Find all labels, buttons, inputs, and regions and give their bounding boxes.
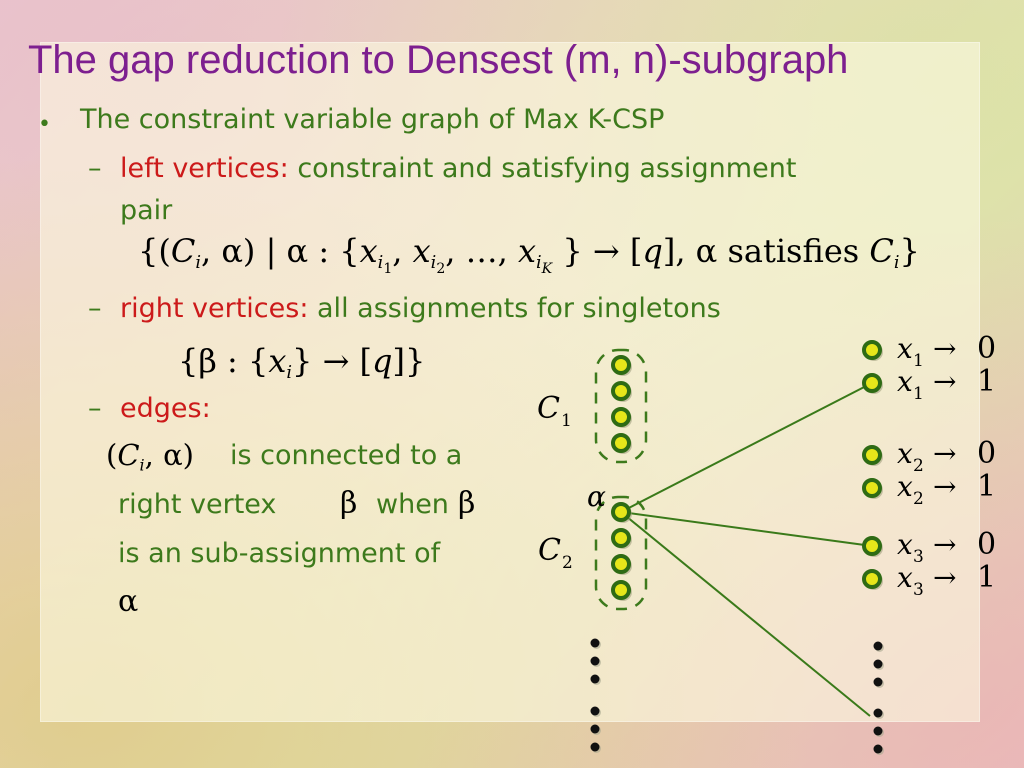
left-ellipsis-dot xyxy=(590,706,600,716)
right-vertex-var: x xyxy=(897,437,913,470)
right-vertex-value: 0 xyxy=(977,436,996,471)
right-vertex-var: x xyxy=(897,365,913,398)
alpha-symbol: α xyxy=(163,438,183,472)
c1-vertex-4 xyxy=(611,433,631,453)
c1-group-outline xyxy=(594,348,648,464)
c2-vertex-4 xyxy=(611,580,631,600)
alpha-symbol: α xyxy=(221,232,243,270)
right-vertex-4 xyxy=(862,478,882,498)
right-vertex-arrow: → xyxy=(933,470,956,503)
right-vertices-desc: all assignments for singletons xyxy=(317,293,721,324)
right-vertex-index: 3 xyxy=(913,580,924,600)
right-vertex-arrow: → xyxy=(933,528,956,561)
right-vertex-value: 1 xyxy=(977,560,996,595)
right-vertex-set-formula: {β : {xi} → [q]} xyxy=(178,342,426,384)
left-vertices-desc: constraint and satisfying assignment xyxy=(297,153,797,184)
beta-symbol: β xyxy=(340,486,358,521)
right-ellipsis-dot xyxy=(873,708,883,718)
c2-group-outline xyxy=(594,495,648,611)
c1-vertex-1 xyxy=(611,355,631,375)
left-vertices-item: left vertices: constraint and satisfying… xyxy=(120,153,796,184)
left-ellipsis-dot xyxy=(590,638,600,648)
right-vertex-index: 1 xyxy=(913,351,924,371)
left-ellipsis-dot xyxy=(590,656,600,666)
right-vertex-var: x xyxy=(897,332,913,365)
right-vertices-label: right vertices: xyxy=(120,293,309,324)
c1-label-index: 1 xyxy=(561,411,572,431)
edges-desc-1: is connected to a xyxy=(230,440,463,471)
c2-vertex-2 xyxy=(611,528,631,548)
c2-vertex-3 xyxy=(611,554,631,574)
dash-marker: – xyxy=(88,153,102,184)
alpha-symbol: α xyxy=(695,232,718,270)
left-ellipsis-dot xyxy=(590,724,600,734)
satisfies-word: satisfies xyxy=(727,232,860,270)
right-vertex-var: x xyxy=(897,528,913,561)
right-vertex-5 xyxy=(862,536,882,556)
right-vertex-index: 3 xyxy=(913,547,924,567)
c2-vertex-1 xyxy=(611,502,631,522)
alpha-symbol: α xyxy=(118,584,139,619)
edge-3 xyxy=(620,511,871,717)
right-ellipsis-dot xyxy=(873,744,883,754)
edges-label: edges: xyxy=(120,393,211,424)
alpha-symbol: α xyxy=(286,232,309,270)
left-vertex-set-formula: {(Ci, α) | α : {xi1, xi2, …, xiK } → [q]… xyxy=(138,232,920,278)
right-vertex-var: x xyxy=(897,470,913,503)
right-vertex-value: 1 xyxy=(977,469,996,504)
slide-panel xyxy=(40,42,980,722)
alpha-vertex-label: α xyxy=(587,480,606,513)
right-vertex-index: 1 xyxy=(913,384,924,404)
edges-desc-2a: right vertex xyxy=(118,489,277,520)
left-vertices-desc-cont: pair xyxy=(120,195,173,226)
slide-title: The gap reduction to Densest (m, n)-subg… xyxy=(28,38,849,82)
edges-desc-3: is an sub-assignment of xyxy=(118,538,441,569)
right-vertex-arrow: → xyxy=(933,332,956,365)
c1-vertex-2 xyxy=(611,381,631,401)
beta-symbol: β xyxy=(458,486,476,521)
right-vertex-arrow: → xyxy=(933,365,956,398)
bullet-marker: • xyxy=(38,112,51,137)
right-vertex-value: 0 xyxy=(977,331,996,366)
right-vertex-value: 0 xyxy=(977,527,996,562)
edge-left-vertex-formula: (Ci, α) xyxy=(106,438,194,475)
right-ellipsis-dot xyxy=(873,641,883,651)
edges-desc-2b: when xyxy=(376,489,449,520)
dash-marker: – xyxy=(88,393,102,424)
right-vertex-3 xyxy=(862,445,882,465)
right-vertex-arrow: → xyxy=(933,561,956,594)
right-vertex-value: 1 xyxy=(977,364,996,399)
c1-vertex-3 xyxy=(611,407,631,427)
right-vertex-1 xyxy=(862,340,882,360)
right-vertex-index: 2 xyxy=(913,456,924,476)
right-vertex-arrow: → xyxy=(933,437,956,470)
left-ellipsis-dot xyxy=(590,742,600,752)
left-vertices-label: left vertices: xyxy=(120,153,289,184)
right-ellipsis-dot xyxy=(873,726,883,736)
right-ellipsis-dot xyxy=(873,659,883,669)
bullet-constraint-graph: The constraint variable graph of Max K-C… xyxy=(80,104,665,135)
c2-label: C xyxy=(538,533,561,568)
right-vertices-item: right vertices: all assignments for sing… xyxy=(120,293,721,324)
dash-marker: – xyxy=(88,293,102,324)
c1-label: C xyxy=(537,391,560,426)
right-vertex-6 xyxy=(862,569,882,589)
left-ellipsis-dot xyxy=(590,674,600,684)
right-vertex-2 xyxy=(862,373,882,393)
edge-1 xyxy=(620,382,873,513)
right-vertex-var: x xyxy=(897,561,913,594)
edge-2 xyxy=(620,511,873,547)
c2-label-index: 2 xyxy=(562,553,573,573)
right-ellipsis-dot xyxy=(873,677,883,687)
right-vertex-index: 2 xyxy=(913,489,924,509)
beta-symbol: β xyxy=(198,342,217,380)
